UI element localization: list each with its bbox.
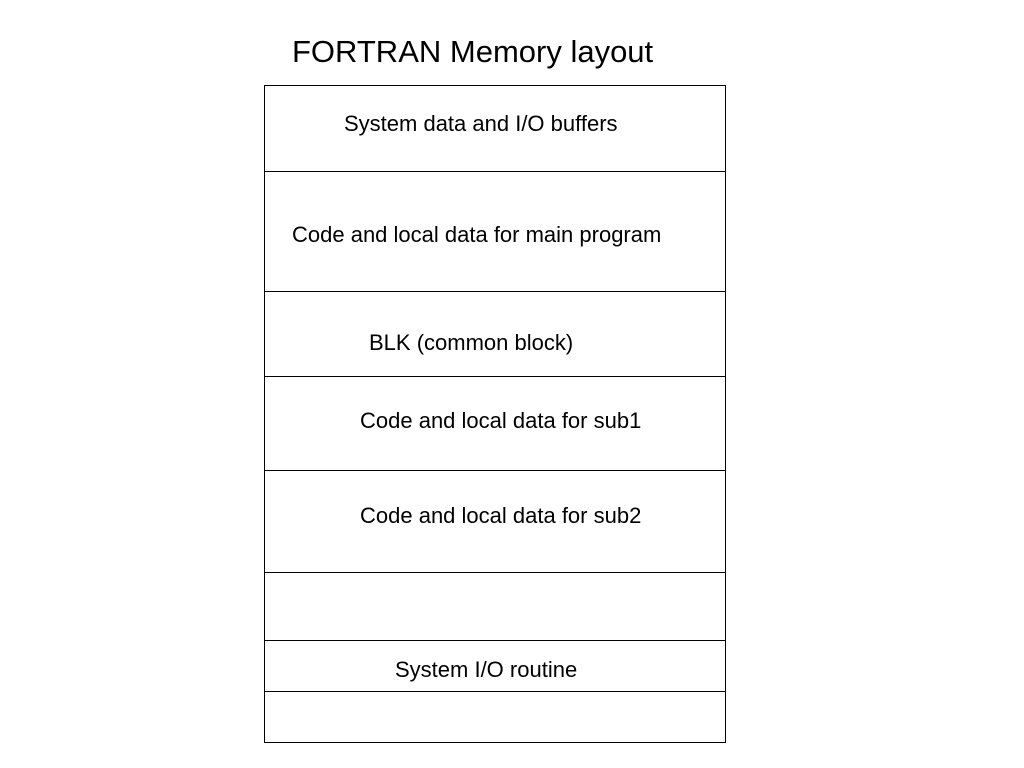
segment-label: System I/O routine xyxy=(395,657,578,682)
segment-system-data-io-buffers: System data and I/O buffers xyxy=(265,86,725,172)
segment-main-program: Code and local data for main program xyxy=(265,172,725,292)
segment-sub2: Code and local data for sub2 xyxy=(265,471,725,573)
segment-label: Code and local data for main program xyxy=(292,222,662,247)
memory-layout-stack: System data and I/O buffers Code and loc… xyxy=(264,85,726,743)
diagram-title: FORTRAN Memory layout xyxy=(292,34,654,69)
segment-label: Code and local data for sub2 xyxy=(360,503,642,528)
segment-empty xyxy=(265,692,725,743)
segment-label: Code and local data for sub1 xyxy=(360,408,642,433)
segment-empty xyxy=(265,573,725,641)
segment-common-block: BLK (common block) xyxy=(265,292,725,377)
segment-label: BLK (common block) xyxy=(369,330,574,355)
segment-system-io-routine: System I/O routine xyxy=(265,641,725,692)
segment-label: System data and I/O buffers xyxy=(344,111,618,136)
segment-sub1: Code and local data for sub1 xyxy=(265,377,725,471)
